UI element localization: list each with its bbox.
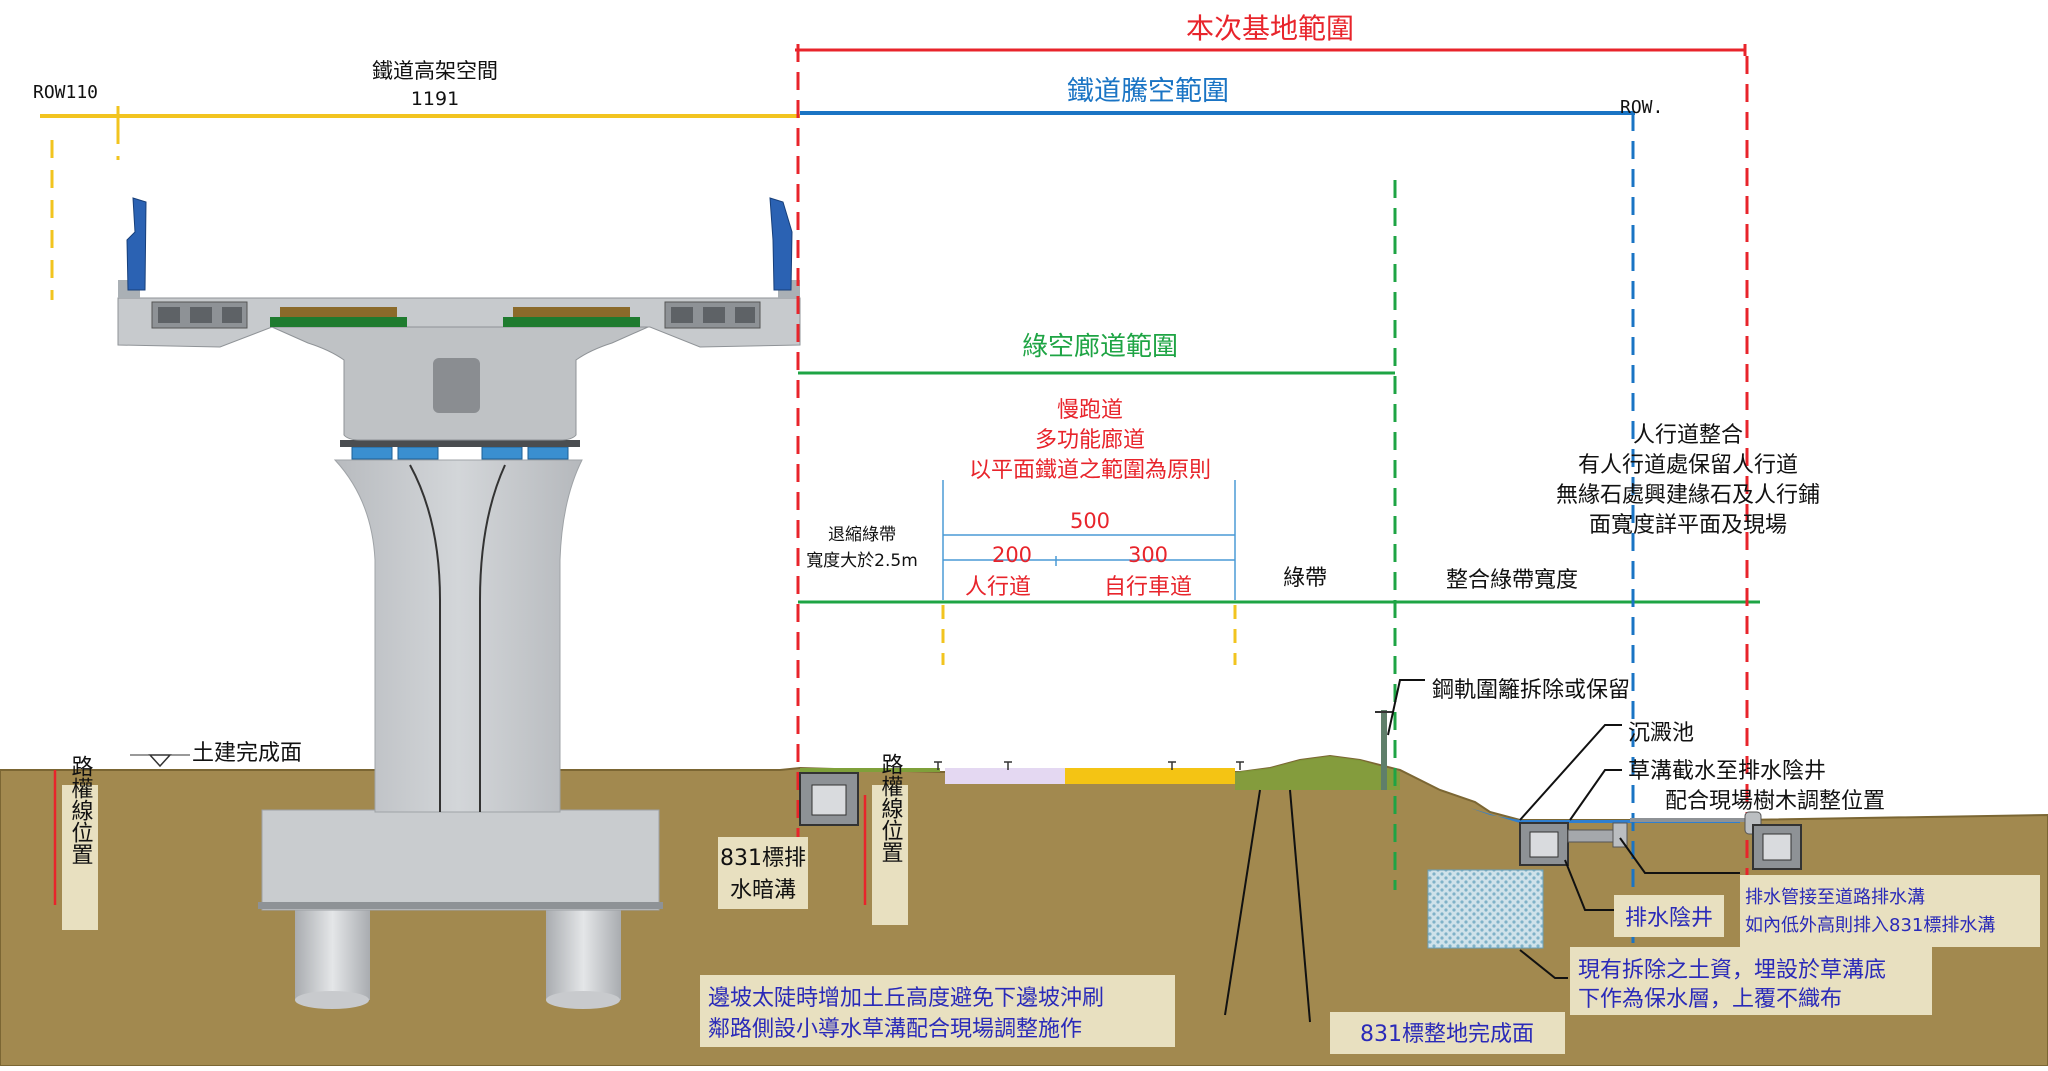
soil-note-1: 現有拆除之土資，埋設於草溝底 bbox=[1578, 958, 1886, 983]
pier-column bbox=[333, 459, 583, 813]
bearings bbox=[340, 440, 580, 460]
pile-cap bbox=[261, 809, 660, 911]
finish-surface-label: 土建完成面 bbox=[192, 741, 302, 766]
rail-fence-post bbox=[1381, 710, 1387, 790]
vacated-range-title: 鐵道騰空範圍 bbox=[1067, 76, 1229, 107]
noise-barrier-right bbox=[769, 197, 793, 291]
girder-void bbox=[433, 358, 480, 413]
rail-viaduct bbox=[117, 197, 801, 1009]
corridor-note-2: 多功能廊道 bbox=[1035, 428, 1145, 453]
pipe-note-2: 如內低外高則排入831標排水溝 bbox=[1745, 915, 1995, 936]
green-belt-label: 綠帶 bbox=[1283, 566, 1327, 591]
finish-surface-marker bbox=[148, 754, 172, 768]
site-range-title: 本次基地範圍 bbox=[1186, 12, 1354, 45]
walk-width: 200 bbox=[992, 543, 1032, 567]
pipe-note-1: 排水管接至道路排水溝 bbox=[1745, 887, 1925, 908]
rail-fence-label: 鋼軌圍籬拆除或保留 bbox=[1432, 678, 1630, 703]
green-corridor-title: 綠空廊道範圍 bbox=[1022, 332, 1178, 362]
walk-label: 人行道 bbox=[965, 575, 1031, 600]
dimension-lines bbox=[40, 44, 1760, 604]
noise-barrier-left bbox=[126, 197, 147, 291]
rail-space-dimension: 1191 bbox=[411, 88, 459, 110]
slope-note-1: 邊坡太陡時增加土丘高度避免下邊坡沖刷 bbox=[708, 986, 1104, 1011]
track-left bbox=[270, 307, 407, 327]
sidewalk-note-3: 無緣石處興建緣石及人行鋪 bbox=[1556, 483, 1820, 508]
cable-trough-left bbox=[151, 301, 248, 329]
pile-left bbox=[295, 905, 370, 1000]
row-position-mid: 路權線位置 bbox=[878, 753, 904, 863]
bike-width: 300 bbox=[1128, 543, 1168, 567]
grade-831-label: 831標整地完成面 bbox=[1360, 1022, 1534, 1047]
setback-note-1: 退縮綠帶 bbox=[828, 525, 896, 545]
pile-right bbox=[546, 905, 621, 1000]
sidewalk-note-4: 面寬度詳平面及現場 bbox=[1589, 513, 1787, 538]
row-right-label: ROW. bbox=[1620, 97, 1663, 118]
green-mound bbox=[1235, 756, 1400, 790]
row-position-left: 路權線位置 bbox=[68, 755, 94, 865]
slope-note-2: 鄰路側設小導水草溝配合現場調整施作 bbox=[708, 1017, 1082, 1042]
bikeway-strip bbox=[1065, 768, 1235, 784]
sidewalk-note-2: 有人行道處保留人行道 bbox=[1578, 453, 1798, 478]
cable-trough-right bbox=[664, 301, 761, 329]
walkway-strip bbox=[945, 768, 1065, 784]
gravel-layer bbox=[1427, 869, 1544, 949]
total-width: 500 bbox=[1070, 509, 1110, 533]
leader-lines bbox=[1224, 679, 1740, 1023]
bike-label: 自行車道 bbox=[1104, 575, 1192, 600]
row-left-label: ROW110 bbox=[33, 82, 98, 103]
corridor-note-3: 以平面鐵道之範圍為原則 bbox=[969, 458, 1211, 483]
sidewalk-note-1: 人行道整合 bbox=[1633, 423, 1743, 448]
surface-details bbox=[130, 710, 1802, 949]
ditch-label-2: 配合現場樹木調整位置 bbox=[1665, 789, 1885, 814]
soil-note-2: 下作為保水層，上覆不織布 bbox=[1578, 987, 1842, 1012]
drain-831-label-2: 水暗溝 bbox=[730, 878, 796, 903]
setback-note-2: 寬度大於2.5m bbox=[806, 551, 918, 571]
ditch-label-1: 草溝截水至排水陰井 bbox=[1628, 759, 1826, 784]
text-layer: 本次基地範圍 鐵道高架空間 1191 ROW110 ROW. 鐵道騰空範圍 綠空… bbox=[33, 12, 1995, 1047]
manhole-label: 排水陰井 bbox=[1625, 906, 1713, 931]
track-right bbox=[503, 307, 640, 327]
rail-space-title: 鐵道高架空間 bbox=[372, 59, 498, 83]
label-backgrounds bbox=[62, 785, 2040, 1054]
integrate-belt-label: 整合綠帶寬度 bbox=[1446, 568, 1578, 593]
dashed-verticals bbox=[50, 44, 1749, 1010]
corridor-note-1: 慢跑道 bbox=[1057, 398, 1123, 423]
settling-pond-label: 沉澱池 bbox=[1628, 721, 1694, 746]
drain-831-label-1: 831標排 bbox=[720, 846, 806, 871]
